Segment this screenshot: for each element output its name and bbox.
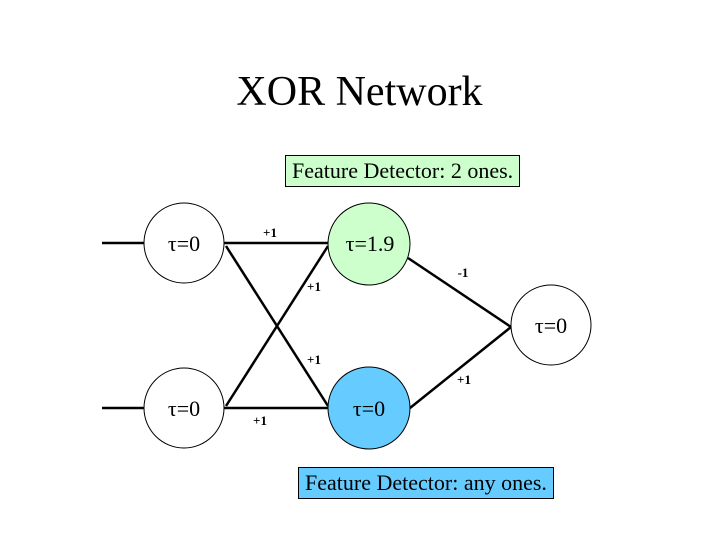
node-hidden-or [327, 366, 411, 450]
label-input-2: τ=0 [168, 396, 200, 421]
weight-in1-or: +1 [307, 352, 321, 367]
node-output [510, 284, 592, 366]
node-hidden-and [327, 202, 411, 286]
feature-detector-and-note: Feature Detector: 2 ones. [285, 155, 521, 187]
weight-or-out: +1 [457, 372, 471, 387]
slide-title: XOR Network [236, 69, 483, 115]
label-hidden-and: τ=1.9 [346, 231, 395, 256]
label-hidden-or: τ=0 [353, 396, 385, 421]
node-input-1 [143, 202, 225, 284]
edge-in2-and [224, 245, 330, 407]
edge-and-out [407, 256, 512, 329]
weight-in2-or: +1 [253, 413, 267, 428]
weight-in2-and: +1 [307, 279, 321, 294]
label-output: τ=0 [535, 313, 567, 338]
weight-in1-and: +1 [263, 225, 277, 240]
weight-and-out: -1 [458, 265, 469, 280]
edge-or-out [409, 326, 512, 409]
label-input-1: τ=0 [168, 231, 200, 256]
node-input-2 [143, 367, 225, 449]
feature-detector-or-note: Feature Detector: any ones. [298, 467, 554, 499]
